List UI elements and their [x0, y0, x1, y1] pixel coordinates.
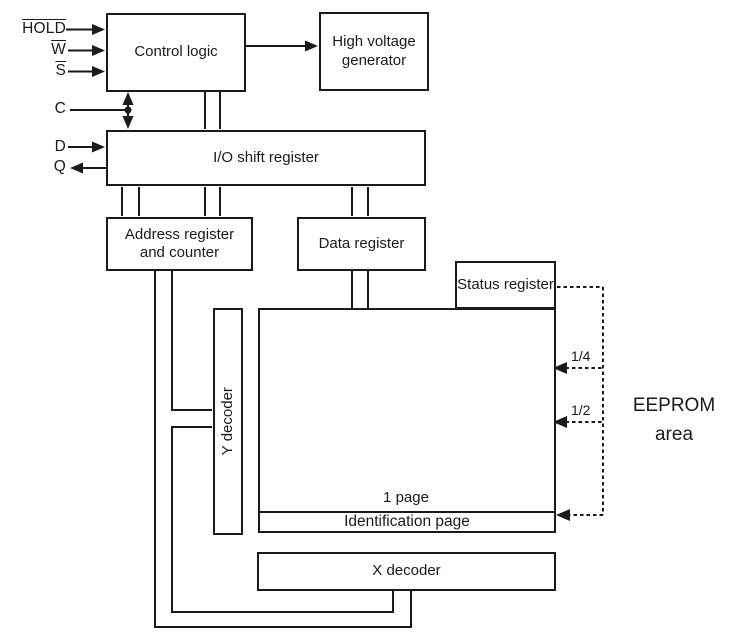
w-arrow	[68, 45, 105, 56]
control-logic-block: Control logic	[106, 13, 246, 92]
control-logic-label: Control logic	[134, 43, 218, 61]
signal-label-q: Q	[53, 158, 66, 175]
half-mark-label: 1/2	[571, 402, 591, 418]
hold-arrow	[66, 24, 105, 35]
y-decoder-label: Y decoder	[218, 387, 236, 456]
bus-io-to-data	[351, 187, 369, 216]
bus-io-to-address-left	[121, 187, 140, 216]
data-register-block: Data register	[297, 217, 426, 271]
q-arrow	[70, 162, 106, 174]
io-shift-register-block: I/O shift register	[106, 130, 426, 186]
signal-label-s: S	[55, 62, 66, 79]
eeprom-area-label: EEPROM area	[632, 395, 716, 445]
data-register-label: Data register	[318, 234, 405, 252]
address-register-label: Address register and counter	[124, 225, 235, 261]
quarter-mark-label: 1/4	[571, 348, 591, 364]
status-register-block: Status register	[455, 261, 556, 309]
s-arrow	[68, 66, 105, 77]
quarter-arrowhead	[553, 362, 567, 374]
io-shift-register-label: I/O shift register	[213, 148, 319, 166]
signal-label-d: D	[54, 138, 66, 155]
memory-array-block: Identification page	[258, 308, 556, 533]
signal-label-hold: HOLD	[22, 20, 66, 37]
identification-page-label: Identification page	[344, 512, 470, 530]
high-voltage-generator-label: High voltage generator	[332, 33, 416, 69]
identification-arrowhead	[556, 509, 570, 521]
x-decoder-block: X decoder	[257, 552, 556, 591]
bus-address-outer	[154, 271, 412, 628]
signal-label-c: C	[54, 100, 66, 117]
half-arrowhead	[553, 416, 567, 428]
address-register-block: Address register and counter	[106, 217, 253, 271]
one-page-label: 1 page	[374, 489, 438, 506]
y-decoder-block: Y decoder	[213, 308, 243, 535]
c-clock-line	[70, 92, 134, 129]
bus-control-to-io	[204, 92, 221, 129]
d-arrow	[68, 141, 105, 153]
control-to-hvgen-arrow	[246, 40, 318, 52]
signal-label-w: W	[51, 41, 66, 58]
identification-page-strip: Identification page	[258, 511, 556, 533]
high-voltage-generator-block: High voltage generator	[319, 12, 429, 91]
bus-address-to-ydecoder	[171, 271, 212, 411]
bus-io-to-address-mid	[204, 187, 221, 216]
x-decoder-label: X decoder	[372, 562, 441, 580]
status-register-label: Status register	[457, 275, 554, 293]
bus-data-to-array	[351, 271, 369, 309]
bus-address-to-xdecoder	[171, 426, 394, 613]
